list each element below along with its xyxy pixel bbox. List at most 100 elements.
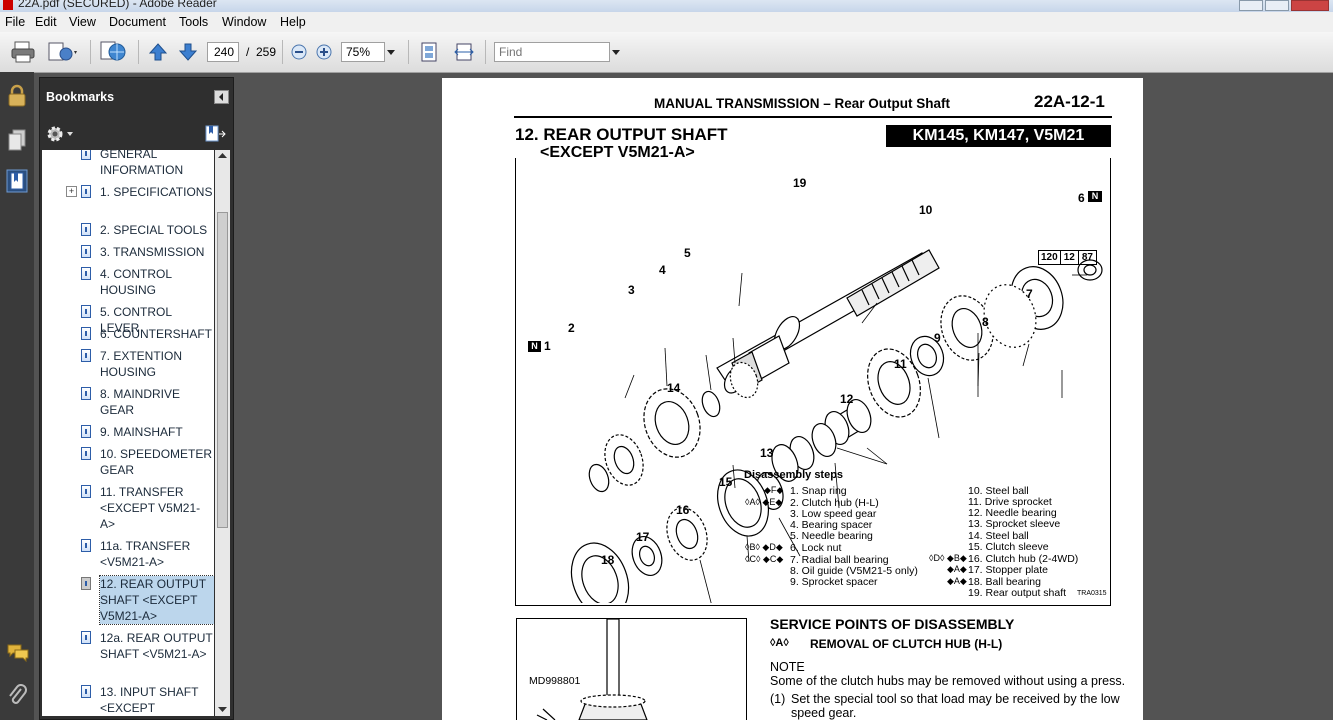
bookmark-icon (81, 223, 91, 236)
zoom-dropdown-icon[interactable] (386, 49, 396, 57)
minimize-button[interactable] (1239, 0, 1263, 11)
close-button[interactable] (1291, 0, 1329, 11)
menu-file[interactable]: File (5, 15, 26, 29)
step-text: 16. Clutch hub (2-4WD) (968, 553, 1079, 565)
share-globe-icon[interactable] (99, 39, 129, 65)
step-mark: ◆A◆ (947, 576, 967, 586)
menu-document[interactable]: Document (109, 15, 166, 29)
maximize-button[interactable] (1265, 0, 1289, 11)
bookmark-label: 10. SPEEDOMETER GEAR (100, 447, 213, 477)
collapse-panel-icon[interactable] (214, 90, 229, 104)
section-title: 12. REAR OUTPUT SHAFT (515, 125, 728, 144)
bookmarks-toolbar (40, 118, 233, 148)
step-text: 10. Steel ball (968, 485, 1029, 497)
collaborate-icon[interactable] (46, 40, 80, 64)
section-subtitle: <EXCEPT V5M21-A> (540, 144, 695, 161)
bookmarks-scrollbar[interactable] (215, 150, 230, 716)
fit-page-icon[interactable] (418, 41, 440, 63)
new-bookmark-icon[interactable] (204, 124, 226, 144)
torque-ftlbs: 87 (1081, 252, 1093, 263)
bookmark-icon (81, 485, 91, 498)
next-page-icon[interactable] (178, 42, 198, 62)
callout-18: 18 (601, 553, 615, 567)
bookmarks-header: Bookmarks (40, 78, 233, 118)
callout-6: 6 (1078, 191, 1085, 205)
bookmark-label: 6. COUNTERSHAFT (100, 327, 213, 341)
callout-1: 1 (544, 339, 551, 353)
bookmark-label: 12a. REAR OUTPUT SHAFT <V5M21-A> (100, 631, 213, 661)
service-subtitle: REMOVAL OF CLUTCH HUB (H-L) (810, 637, 1003, 651)
page-separator: / (246, 45, 250, 59)
window-title: 22A.pdf (SECURED) - Adobe Reader (18, 0, 217, 10)
menu-window[interactable]: Window (222, 15, 267, 29)
menu-edit[interactable]: Edit (35, 15, 57, 29)
scroll-down-icon[interactable] (218, 707, 227, 713)
tool-figure-frame (516, 618, 747, 720)
bookmark-label: 8. MAINDRIVE GEAR (100, 387, 181, 417)
zoom-input[interactable] (341, 42, 385, 62)
bookmark-icon (81, 425, 91, 438)
find-input[interactable] (494, 42, 610, 62)
menu-view[interactable]: View (69, 15, 96, 29)
menu-bar: File Edit View Document Tools Window Hel… (0, 12, 1333, 32)
options-gear-icon[interactable] (46, 125, 74, 143)
pages-icon[interactable] (6, 128, 28, 152)
step-mark: ◊B◊ ◆D◆ (745, 542, 783, 552)
callout-14: 14 (667, 381, 681, 395)
fit-width-icon[interactable] (453, 41, 475, 63)
menu-tools[interactable]: Tools (179, 15, 209, 29)
step1-number: (1) (770, 692, 786, 706)
bookmark-icon (81, 349, 91, 362)
step-text: 15. Clutch sleeve (968, 541, 1049, 553)
zoom-out-icon[interactable] (290, 43, 308, 61)
tool-figure-diagram (536, 619, 648, 720)
adobe-reader-icon (3, 0, 13, 10)
bookmark-label: GENERAL INFORMATION (100, 150, 184, 177)
callout-17: 17 (636, 530, 650, 544)
n-marker-1: N (528, 341, 541, 352)
callout-8: 8 (982, 315, 989, 329)
expand-icon[interactable]: + (66, 186, 77, 197)
bookmarks-tree: GENERAL INFORMATION + 1. SPECIFICATIONS … (42, 150, 214, 716)
bookmark-label: 3. TRANSMISSION (100, 245, 205, 259)
service-mark: ◊A◊ (770, 637, 789, 649)
step-text: 5. Needle bearing (790, 530, 873, 542)
scroll-up-icon[interactable] (218, 153, 227, 159)
page-number-input[interactable] (207, 42, 239, 62)
lock-icon[interactable] (6, 84, 28, 108)
step-text: 4. Bearing spacer (790, 519, 873, 531)
print-icon[interactable] (10, 40, 36, 64)
step-text: 6. Lock nut (790, 542, 842, 554)
pdf-page: MANUAL TRANSMISSION – Rear Output Shaft … (442, 78, 1143, 720)
step-text: 14. Steel ball (968, 530, 1029, 542)
bookmark-icon (81, 387, 91, 400)
previous-page-icon[interactable] (148, 42, 168, 62)
step1-line2: speed gear. (791, 706, 857, 720)
callout-11: 11 (894, 357, 907, 371)
torque-kgfm: 12 (1061, 251, 1079, 264)
find-dropdown-icon[interactable] (611, 49, 621, 57)
callout-10: 10 (919, 203, 933, 217)
bookmarks-icon[interactable] (5, 168, 29, 194)
callout-9: 9 (934, 331, 941, 345)
scroll-thumb[interactable] (217, 212, 228, 528)
bookmark-icon (81, 185, 91, 198)
attachments-icon[interactable] (6, 684, 28, 708)
step-text: 17. Stopper plate (968, 564, 1048, 576)
bookmark-icon (81, 539, 91, 552)
callout-5: 5 (684, 246, 691, 260)
bookmark-label: 5. CONTROL LEVER (100, 305, 172, 335)
callout-2: 2 (568, 321, 575, 335)
callout-15: 15 (719, 475, 733, 489)
bookmarks-title: Bookmarks (46, 90, 115, 104)
title-bar: 22A.pdf (SECURED) - Adobe Reader (0, 0, 1333, 12)
page-header-title: MANUAL TRANSMISSION – Rear Output Shaft (654, 96, 951, 111)
bookmarks-panel: Bookmarks GENERAL INFORMATION + 1. SPECI… (39, 77, 234, 720)
model-badge: KM145, KM147, V5M21 (886, 125, 1111, 147)
step-mark: ◆A◆ (947, 564, 967, 574)
bookmark-icon (81, 327, 91, 340)
zoom-in-icon[interactable] (315, 43, 333, 61)
menu-help[interactable]: Help (280, 15, 306, 29)
comments-icon[interactable] (6, 642, 30, 664)
callout-19: 19 (793, 176, 807, 190)
